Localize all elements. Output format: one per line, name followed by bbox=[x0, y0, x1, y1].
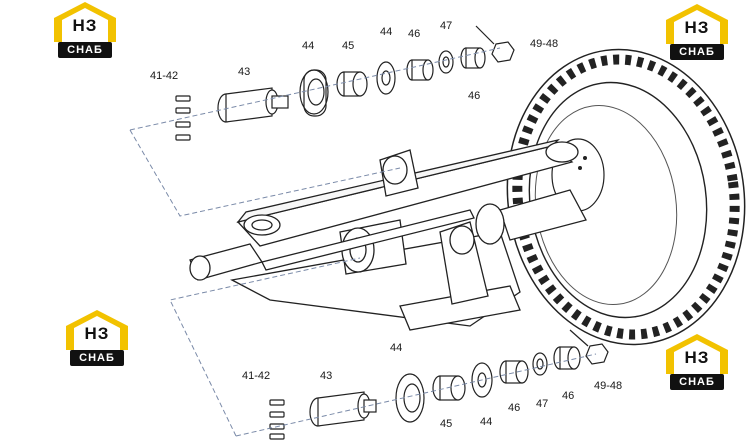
brand-caption: СНАБ bbox=[670, 44, 724, 60]
callout-45-top: 45 bbox=[342, 40, 355, 52]
callout-43-bottom: 43 bbox=[320, 370, 333, 382]
ring-47-top bbox=[438, 50, 454, 74]
house-shape-icon bbox=[66, 310, 128, 350]
top-axis-line bbox=[129, 47, 501, 131]
hub-bolt bbox=[583, 156, 587, 160]
axle-end-cap-inner bbox=[251, 219, 273, 231]
callout-49-48-top: 49-48 bbox=[530, 38, 559, 50]
washer-44-top bbox=[376, 61, 396, 95]
callout-44-top-a: 44 bbox=[302, 40, 315, 52]
brand-caption: СНАБ bbox=[70, 350, 124, 366]
brand-caption: СНАБ bbox=[670, 374, 724, 390]
callout-44-bottom-b: 44 bbox=[480, 416, 493, 428]
nut-49-48-bottom bbox=[569, 329, 609, 365]
brand-text: НЗ bbox=[72, 16, 98, 35]
top-drop-line bbox=[129, 129, 401, 217]
house-shape-icon bbox=[666, 4, 728, 44]
callout-47-bottom: 47 bbox=[536, 398, 549, 410]
brand-caption: СНАБ bbox=[58, 42, 112, 58]
pivot-bore bbox=[382, 155, 408, 185]
right-bearing bbox=[475, 203, 505, 245]
ring-47-bottom bbox=[532, 352, 548, 376]
brand-logo-top-right: НЗ СНАБ bbox=[666, 4, 728, 62]
callout-41-42-bottom: 41-42 bbox=[242, 370, 271, 382]
top-exploded-parts bbox=[175, 25, 515, 141]
callout-45-bottom: 45 bbox=[440, 418, 453, 430]
bolts-41-42-bottom bbox=[269, 399, 285, 440]
callout-49-48-bottom: 49-48 bbox=[594, 380, 623, 392]
brand-logo-bottom-right: НЗ СНАБ bbox=[666, 334, 728, 392]
pin-43-bottom bbox=[309, 391, 377, 427]
bottom-axis-line bbox=[235, 353, 597, 437]
callout-43-top: 43 bbox=[238, 66, 251, 78]
brand-logo-top-left: НЗ СНАБ bbox=[54, 2, 116, 60]
sleeve-46b-bottom bbox=[553, 346, 581, 370]
sleeve-46-bottom bbox=[499, 360, 529, 384]
callout-41-42-top: 41-42 bbox=[150, 70, 179, 82]
hub-bolt bbox=[578, 166, 582, 170]
tie-rod bbox=[261, 209, 475, 271]
flange-44-bottom bbox=[395, 373, 425, 423]
spindle-left bbox=[189, 255, 211, 281]
nut-49-48-top bbox=[475, 25, 515, 63]
callout-46-top-b: 46 bbox=[468, 90, 481, 102]
axle-right-cap bbox=[545, 141, 579, 163]
sleeve-46-top bbox=[406, 59, 434, 81]
pin-43-top bbox=[217, 87, 289, 123]
callout-47-top: 47 bbox=[440, 20, 453, 32]
callout-46-bottom-a: 46 bbox=[508, 402, 521, 414]
right-knuckle bbox=[499, 189, 587, 241]
callout-44-bottom-a: 44 bbox=[390, 342, 403, 354]
callout-44-top-b: 44 bbox=[380, 26, 393, 38]
axle-housing bbox=[189, 138, 587, 331]
house-shape-icon bbox=[666, 334, 728, 374]
brand-text: НЗ bbox=[684, 348, 710, 367]
bushing-45-bottom bbox=[432, 375, 466, 401]
callout-46-top-a: 46 bbox=[408, 28, 421, 40]
tower-bore bbox=[449, 225, 475, 255]
callout-46-bottom-b: 46 bbox=[562, 390, 575, 402]
flange-44-top bbox=[299, 69, 329, 117]
bushing-45-top bbox=[336, 71, 368, 97]
bottom-rise-line bbox=[169, 257, 361, 437]
brand-text: НЗ bbox=[84, 324, 110, 343]
sleeve-46b-top bbox=[460, 47, 486, 69]
bolts-41-42-top bbox=[175, 95, 191, 141]
brand-logo-bottom-left: НЗ СНАБ bbox=[66, 310, 128, 368]
tire-wheel bbox=[506, 48, 746, 346]
house-shape-icon bbox=[54, 2, 116, 42]
brand-text: НЗ bbox=[684, 18, 710, 37]
bottom-exploded-parts bbox=[269, 329, 609, 440]
assembly-leader-lines bbox=[129, 47, 597, 437]
